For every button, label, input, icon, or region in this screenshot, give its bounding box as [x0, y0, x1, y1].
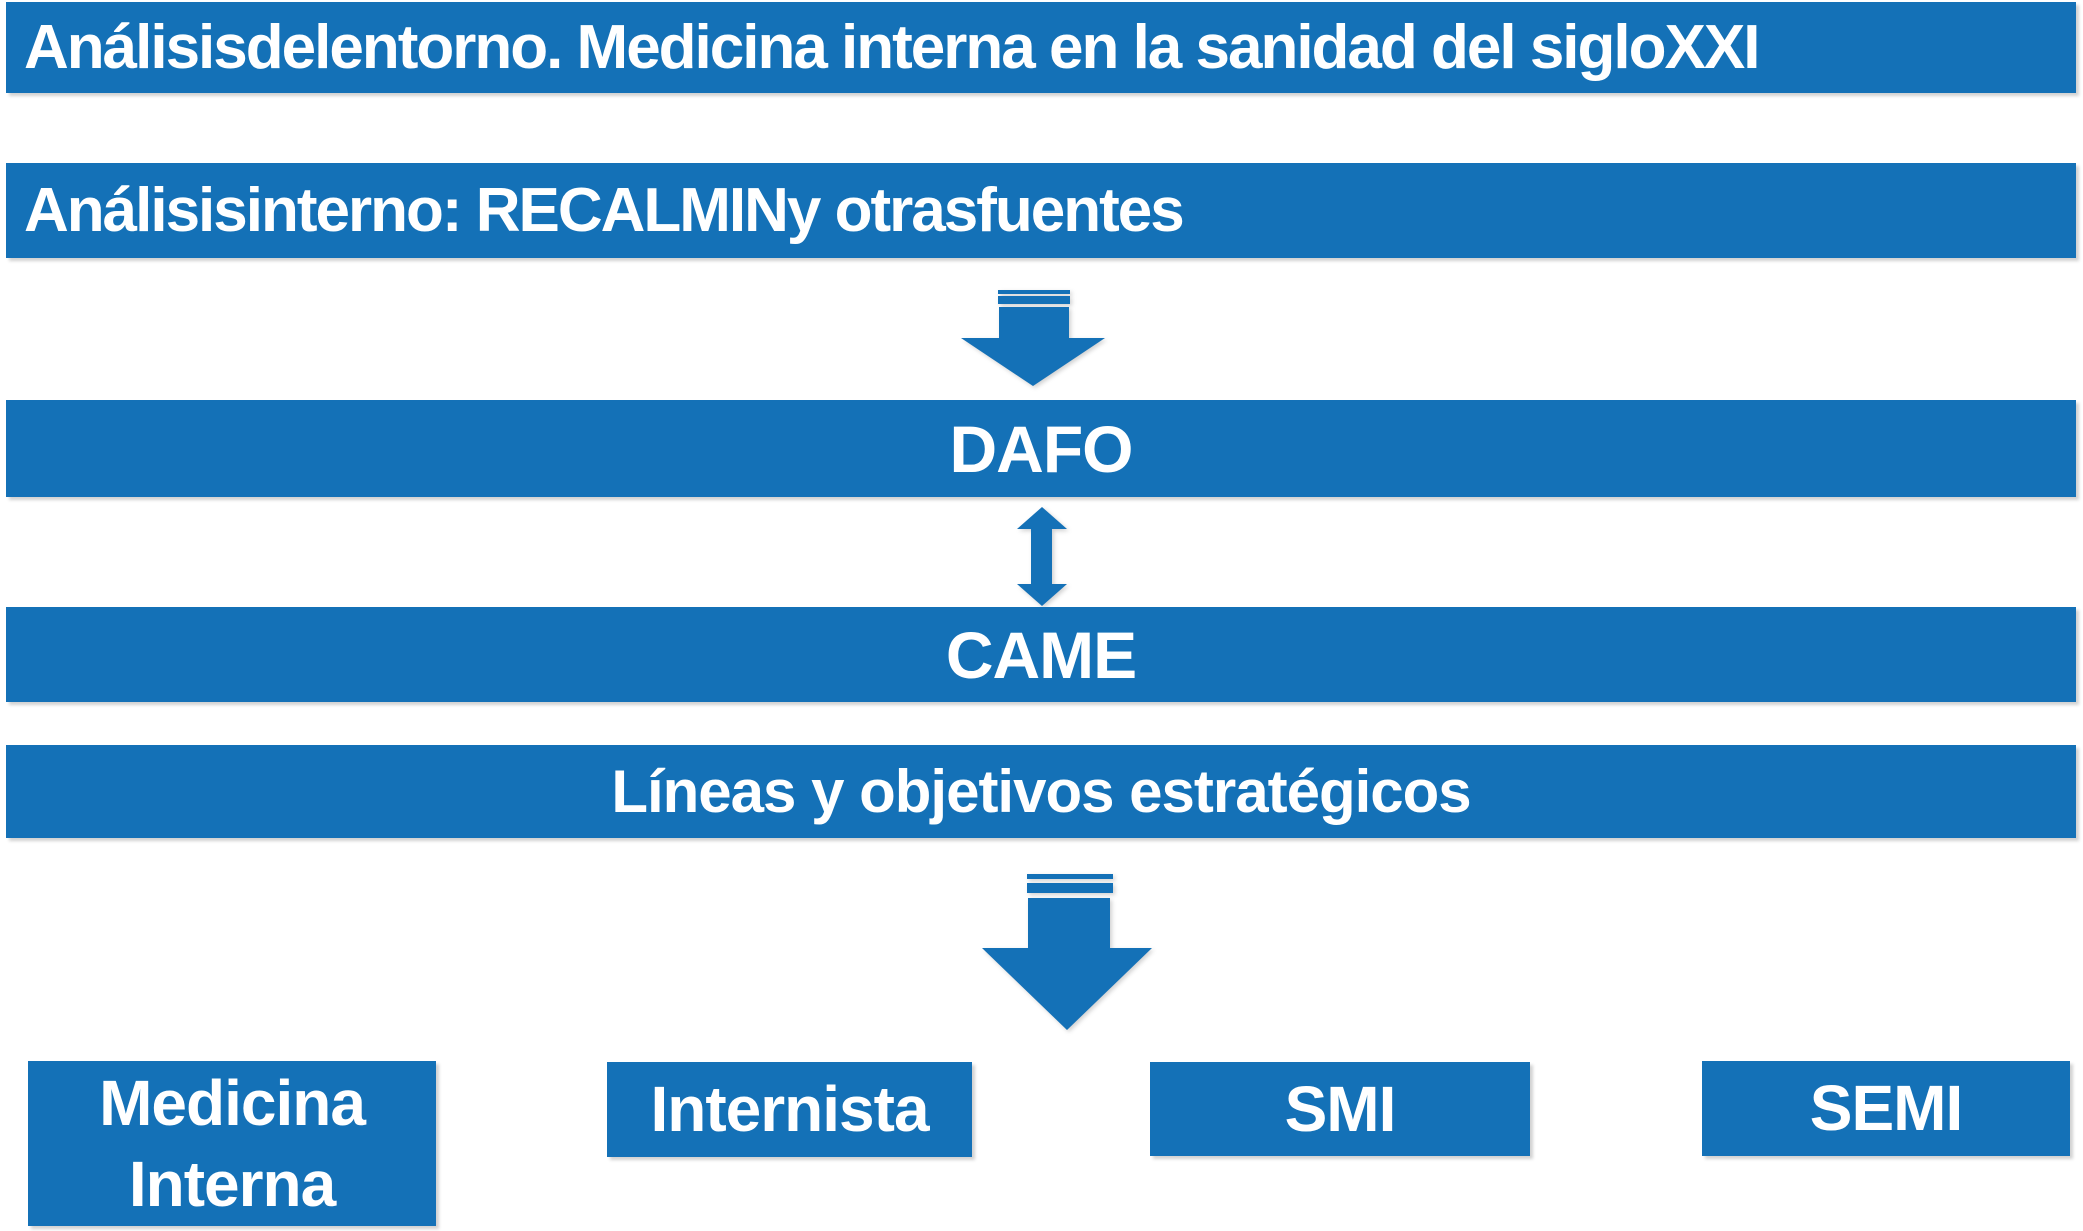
box-semi-label: SEMI [1809, 1072, 1963, 1145]
bar-came: CAME [6, 607, 2076, 702]
double-arrow-shaft [1031, 527, 1052, 585]
striped-down-arrow-shaft [1028, 898, 1110, 948]
box-internista-label: Internista [650, 1073, 929, 1146]
bar-lineas-objetivos: Líneas y objetivos estratégicos [6, 745, 2076, 838]
striped-down-arrow-head [961, 338, 1105, 386]
striped-down-arrow-head [982, 948, 1152, 1030]
bar-analisis-entorno-label: Análisisdelentorno. Medicina interna en … [24, 13, 1760, 82]
bar-analisis-interno: Análisisinterno: RECALMINy otrasfuentes [6, 163, 2076, 258]
bar-analisis-interno-label: Análisisinterno: RECALMINy otrasfuentes [24, 176, 1185, 245]
double-arrow-up-head [1017, 507, 1067, 529]
box-medicina-interna-label: Medicina Interna [99, 1066, 366, 1220]
bar-lineas-objetivos-label: Líneas y objetivos estratégicos [611, 758, 1471, 825]
striped-down-arrow-stripe [1027, 874, 1113, 879]
bar-analisis-entorno: Análisisdelentorno. Medicina interna en … [6, 2, 2076, 93]
box-semi: SEMI [1702, 1061, 2070, 1156]
box-internista: Internista [607, 1062, 972, 1157]
striped-down-arrow-stripe [998, 290, 1070, 294]
bar-dafo: DAFO [6, 400, 2076, 497]
striped-down-arrow-shaft [999, 307, 1069, 338]
box-smi: SMI [1150, 1062, 1530, 1156]
striped-down-arrow-stripe [998, 296, 1070, 304]
striped-down-arrow-stripe [1027, 883, 1113, 893]
double-arrow-down-head [1017, 584, 1067, 606]
box-smi-label: SMI [1284, 1072, 1397, 1145]
box-medicina-interna: Medicina Interna [28, 1061, 436, 1226]
bar-came-label: CAME [945, 617, 1137, 692]
bar-dafo-label: DAFO [949, 411, 1134, 486]
